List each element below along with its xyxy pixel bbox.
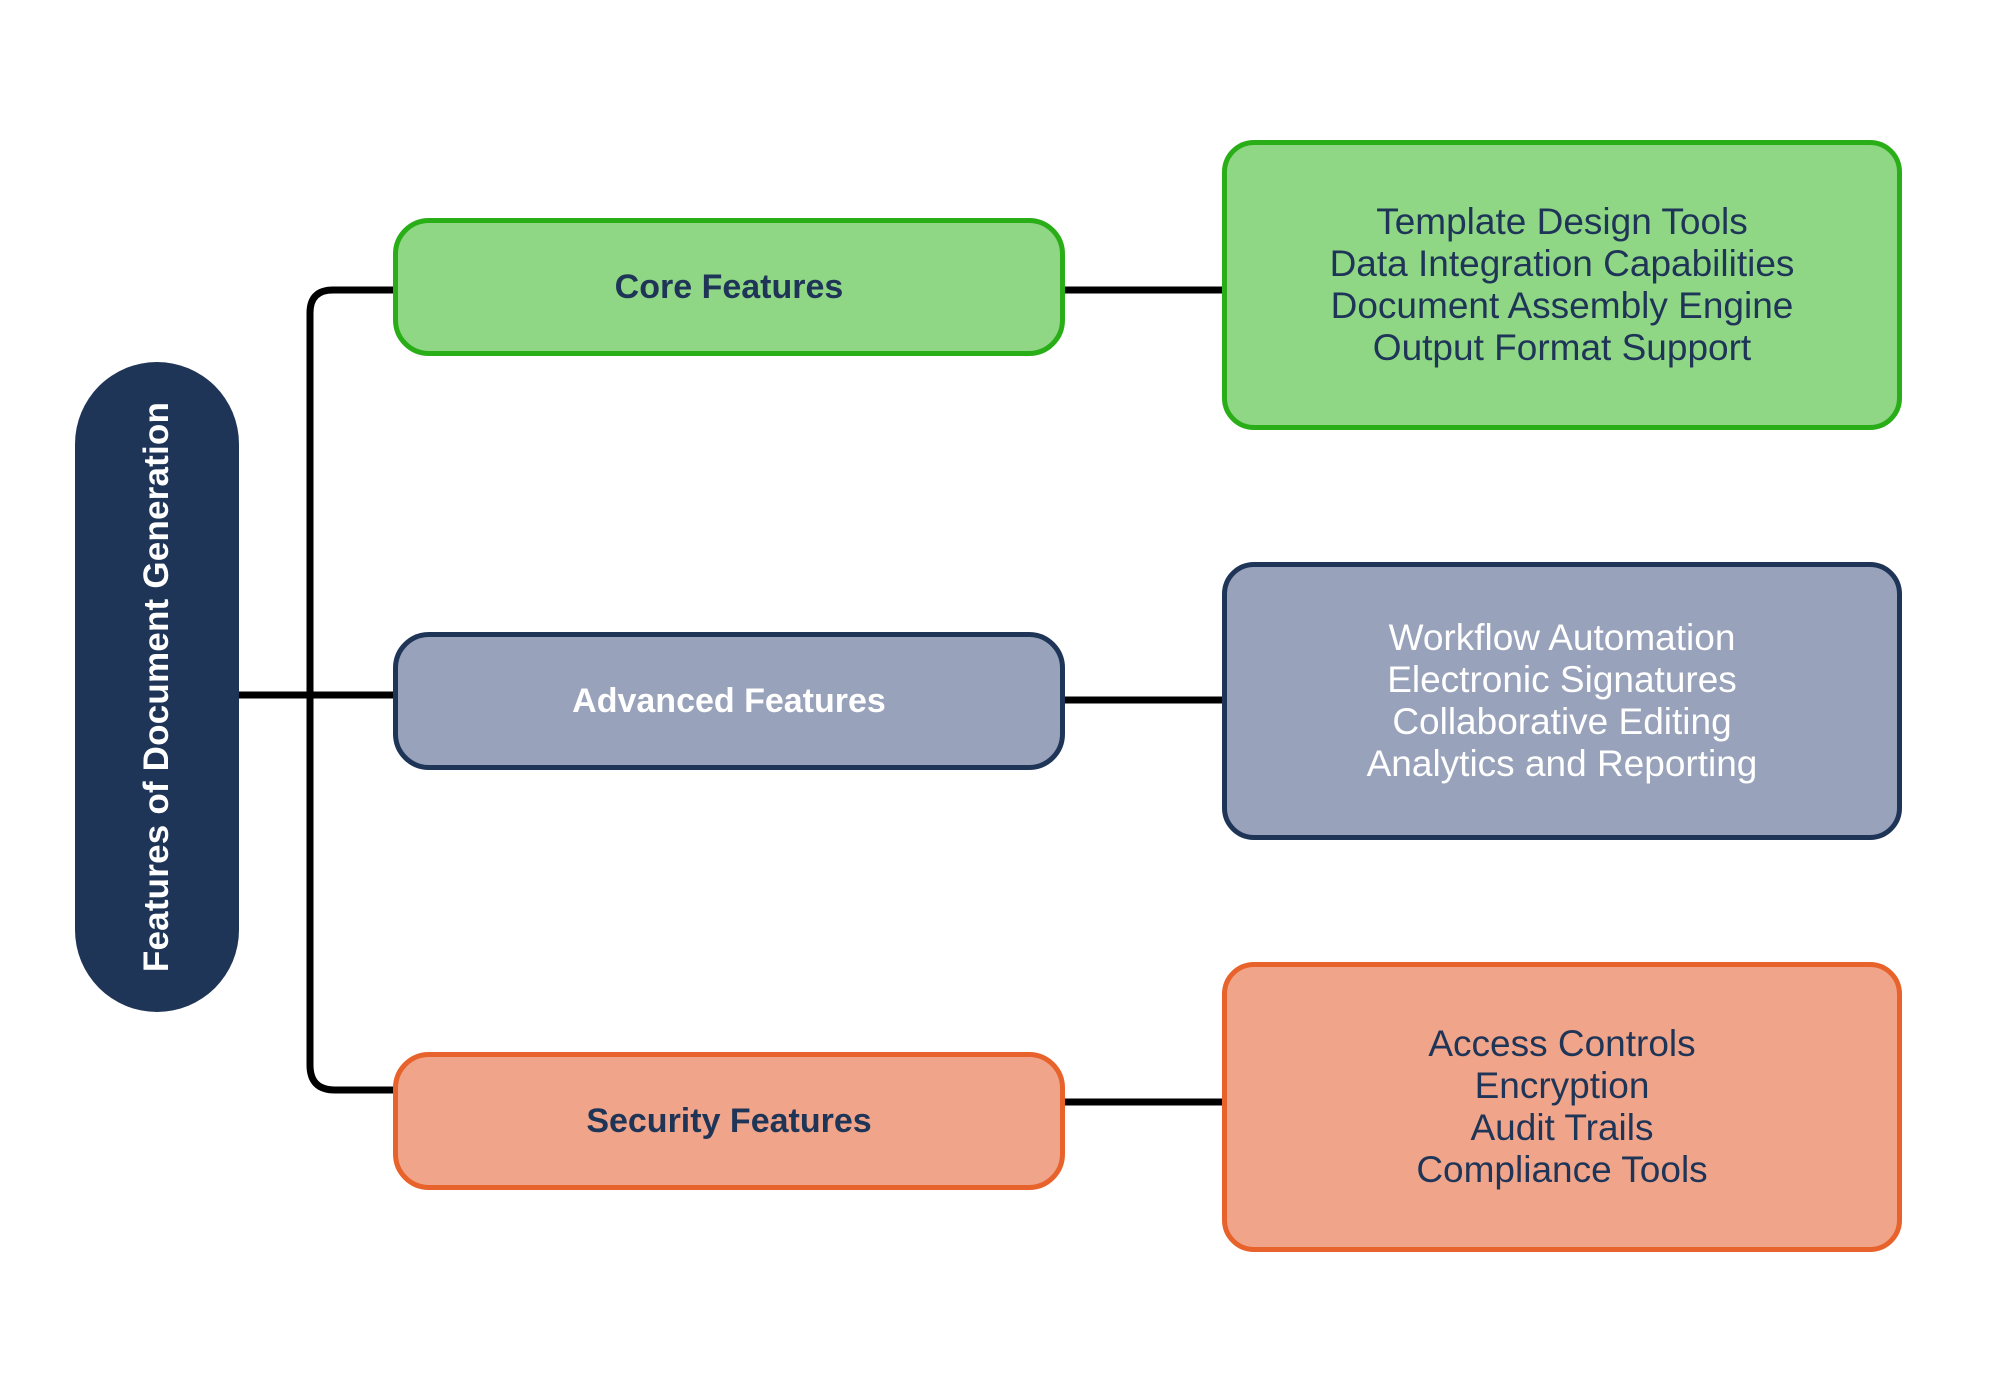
leaf-panel-security[interactable]: Access Controls Encryption Audit Trails …: [1222, 962, 1902, 1252]
leaf-item: Electronic Signatures: [1387, 659, 1737, 701]
branch-node-advanced-label: Advanced Features: [572, 681, 886, 720]
leaf-item: Compliance Tools: [1416, 1148, 1708, 1190]
root-node-label: Features of Document Generation: [137, 401, 176, 973]
leaf-panel-core[interactable]: Template Design Tools Data Integration C…: [1222, 140, 1902, 430]
branch-node-core[interactable]: Core Features: [393, 218, 1065, 356]
edge-trunk-to-security: [306, 1064, 396, 1094]
leaf-item: Analytics and Reporting: [1366, 742, 1758, 784]
leaf-item: Document Assembly Engine: [1330, 285, 1794, 326]
leaf-item: Collaborative Editing: [1392, 701, 1732, 742]
branch-node-advanced[interactable]: Advanced Features: [393, 632, 1065, 770]
leaf-item: Encryption: [1474, 1065, 1650, 1107]
edge-trunk-to-core: [306, 286, 396, 314]
leaf-item: Data Integration Capabilities: [1329, 243, 1795, 285]
leaf-panel-advanced[interactable]: Workflow Automation Electronic Signature…: [1222, 562, 1902, 840]
leaf-item: Audit Trails: [1470, 1107, 1654, 1148]
branch-node-core-label: Core Features: [614, 267, 844, 306]
branch-node-security[interactable]: Security Features: [393, 1052, 1065, 1190]
leaf-item: Output Format Support: [1372, 326, 1752, 368]
root-node[interactable]: Features of Document Generation: [75, 362, 239, 1012]
branch-node-security-label: Security Features: [586, 1101, 872, 1140]
leaf-item: Workflow Automation: [1388, 617, 1736, 659]
leaf-item: Template Design Tools: [1376, 201, 1748, 243]
leaf-item: Access Controls: [1428, 1023, 1696, 1065]
